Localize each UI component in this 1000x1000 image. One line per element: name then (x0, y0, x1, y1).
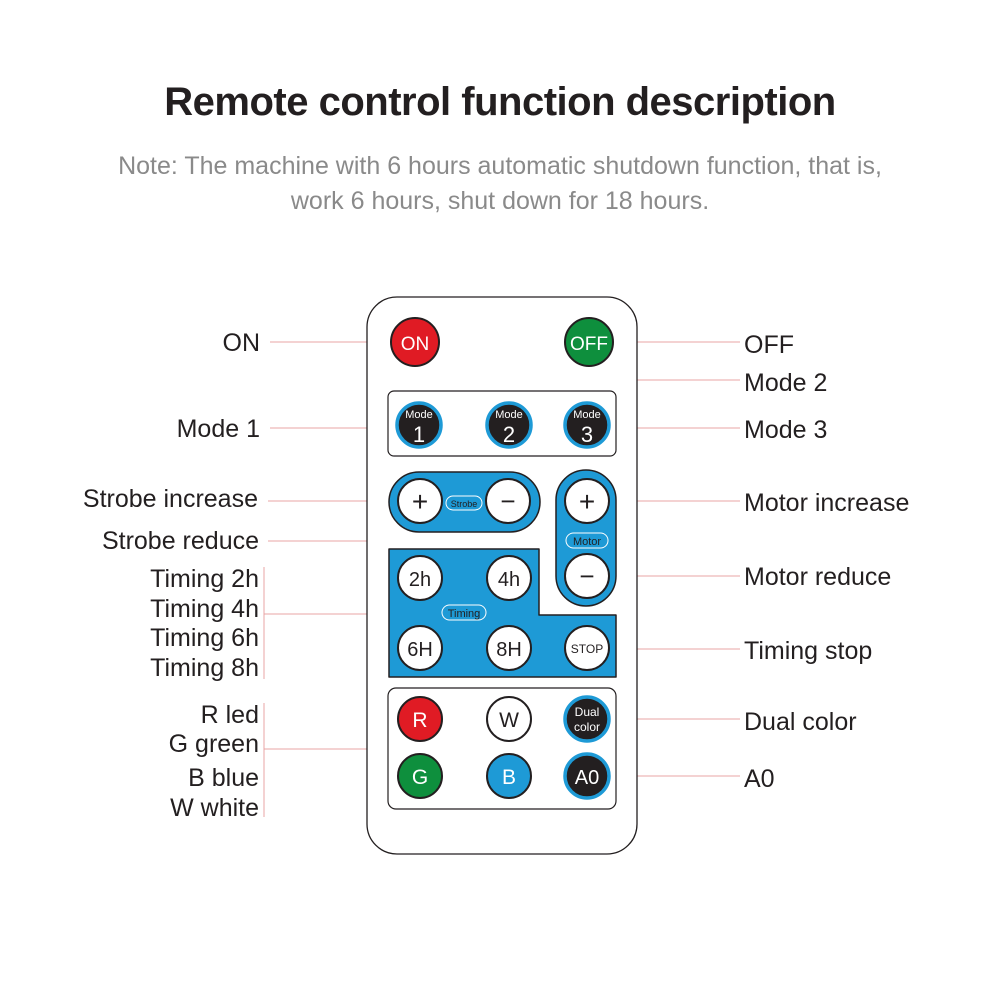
label-mode-1: Mode 1 (176, 415, 260, 443)
dual-color-button[interactable]: Dual color (563, 695, 611, 743)
label-on: ON (222, 329, 261, 357)
note-line-2: work 6 hours, shut down for 18 hours. (290, 187, 710, 215)
timing-4h-button[interactable]: 4h (486, 555, 532, 601)
mode-2-word: Mode (495, 409, 523, 421)
blue-button-label: B (502, 766, 516, 789)
strobe-plus-label: + (412, 486, 428, 517)
page-title: Remote control function description (164, 80, 836, 124)
label-motor-reduce: Motor reduce (744, 563, 892, 591)
white-button[interactable]: W (486, 696, 532, 742)
a0-button-label: A0 (575, 767, 599, 789)
timing-panel (388, 548, 617, 678)
label-timing-2h: Timing 2h (150, 565, 259, 593)
timing-4h-label: 4h (498, 569, 520, 591)
off-button-label: OFF (570, 334, 608, 355)
label-strobe-reduce: Strobe reduce (101, 527, 259, 555)
timing-tag (441, 604, 487, 621)
color-panel (387, 687, 617, 810)
timing-2h-button[interactable]: 2h (397, 555, 443, 601)
red-button-label: R (412, 709, 427, 732)
a0-button[interactable]: A0 (563, 752, 611, 800)
mode-3-number: 3 (581, 422, 593, 447)
label-w-white: W white (170, 794, 259, 822)
strobe-increase-button[interactable]: + (397, 478, 443, 524)
on-button[interactable]: ON (390, 317, 440, 367)
strobe-reduce-button[interactable]: − (485, 478, 531, 524)
dual-color-label-2: color (574, 720, 600, 734)
mode-1-word: Mode (405, 409, 433, 421)
green-button[interactable]: G (397, 753, 443, 799)
timing-2h-label: 2h (409, 569, 431, 591)
label-b-blue: B blue (188, 764, 259, 792)
strobe-tag-label: Strobe (451, 499, 478, 509)
timing-8h-button[interactable]: 8H (486, 625, 532, 671)
motor-reduce-button[interactable]: − (564, 553, 610, 599)
motor-minus-label: − (579, 561, 594, 591)
mode-1-button[interactable]: Mode 1 (395, 401, 443, 449)
timing-6h-button[interactable]: 6H (397, 625, 443, 671)
label-timing-8h: Timing 8h (150, 654, 259, 682)
label-dual-color: Dual color (744, 708, 857, 736)
note-line-1: Note: The machine with 6 hours automatic… (118, 152, 882, 180)
label-a0: A0 (744, 765, 775, 793)
red-button[interactable]: R (397, 696, 443, 742)
white-button-label: W (499, 709, 519, 732)
mode-3-word: Mode (573, 409, 601, 421)
motor-increase-button[interactable]: + (564, 478, 610, 524)
timing-6h-label: 6H (407, 639, 433, 661)
mode-3-button[interactable]: Mode 3 (563, 401, 611, 449)
label-strobe-increase: Strobe increase (82, 485, 258, 513)
green-button-label: G (412, 766, 428, 789)
label-timing-stop: Timing stop (744, 637, 873, 665)
label-timing-6h: Timing 6h (150, 624, 259, 652)
label-mode-2: Mode 2 (744, 369, 828, 397)
label-timing-4h: Timing 4h (150, 595, 259, 623)
label-r-led: R led (200, 701, 259, 729)
strobe-minus-label: − (500, 486, 515, 516)
mode-1-number: 1 (413, 422, 425, 447)
motor-tag (565, 532, 609, 549)
blue-button[interactable]: B (486, 753, 532, 799)
label-motor-increase: Motor increase (744, 489, 910, 517)
strobe-tag (445, 495, 483, 511)
timing-stop-label: STOP (571, 642, 603, 656)
motor-tag-label: Motor (573, 536, 601, 548)
mode-2-number: 2 (503, 422, 515, 447)
timing-stop-button[interactable]: STOP (564, 625, 610, 671)
label-g-green: G green (168, 730, 259, 758)
motor-plus-label: + (579, 486, 595, 517)
off-button[interactable]: OFF (564, 317, 614, 367)
mode-2-button[interactable]: Mode 2 (485, 401, 533, 449)
label-off: OFF (744, 331, 794, 359)
dual-color-label-1: Dual (575, 705, 600, 719)
on-button-label: ON (401, 334, 430, 355)
timing-8h-label: 8H (496, 639, 522, 661)
label-mode-3: Mode 3 (744, 416, 828, 444)
timing-tag-label: Timing (448, 608, 481, 620)
